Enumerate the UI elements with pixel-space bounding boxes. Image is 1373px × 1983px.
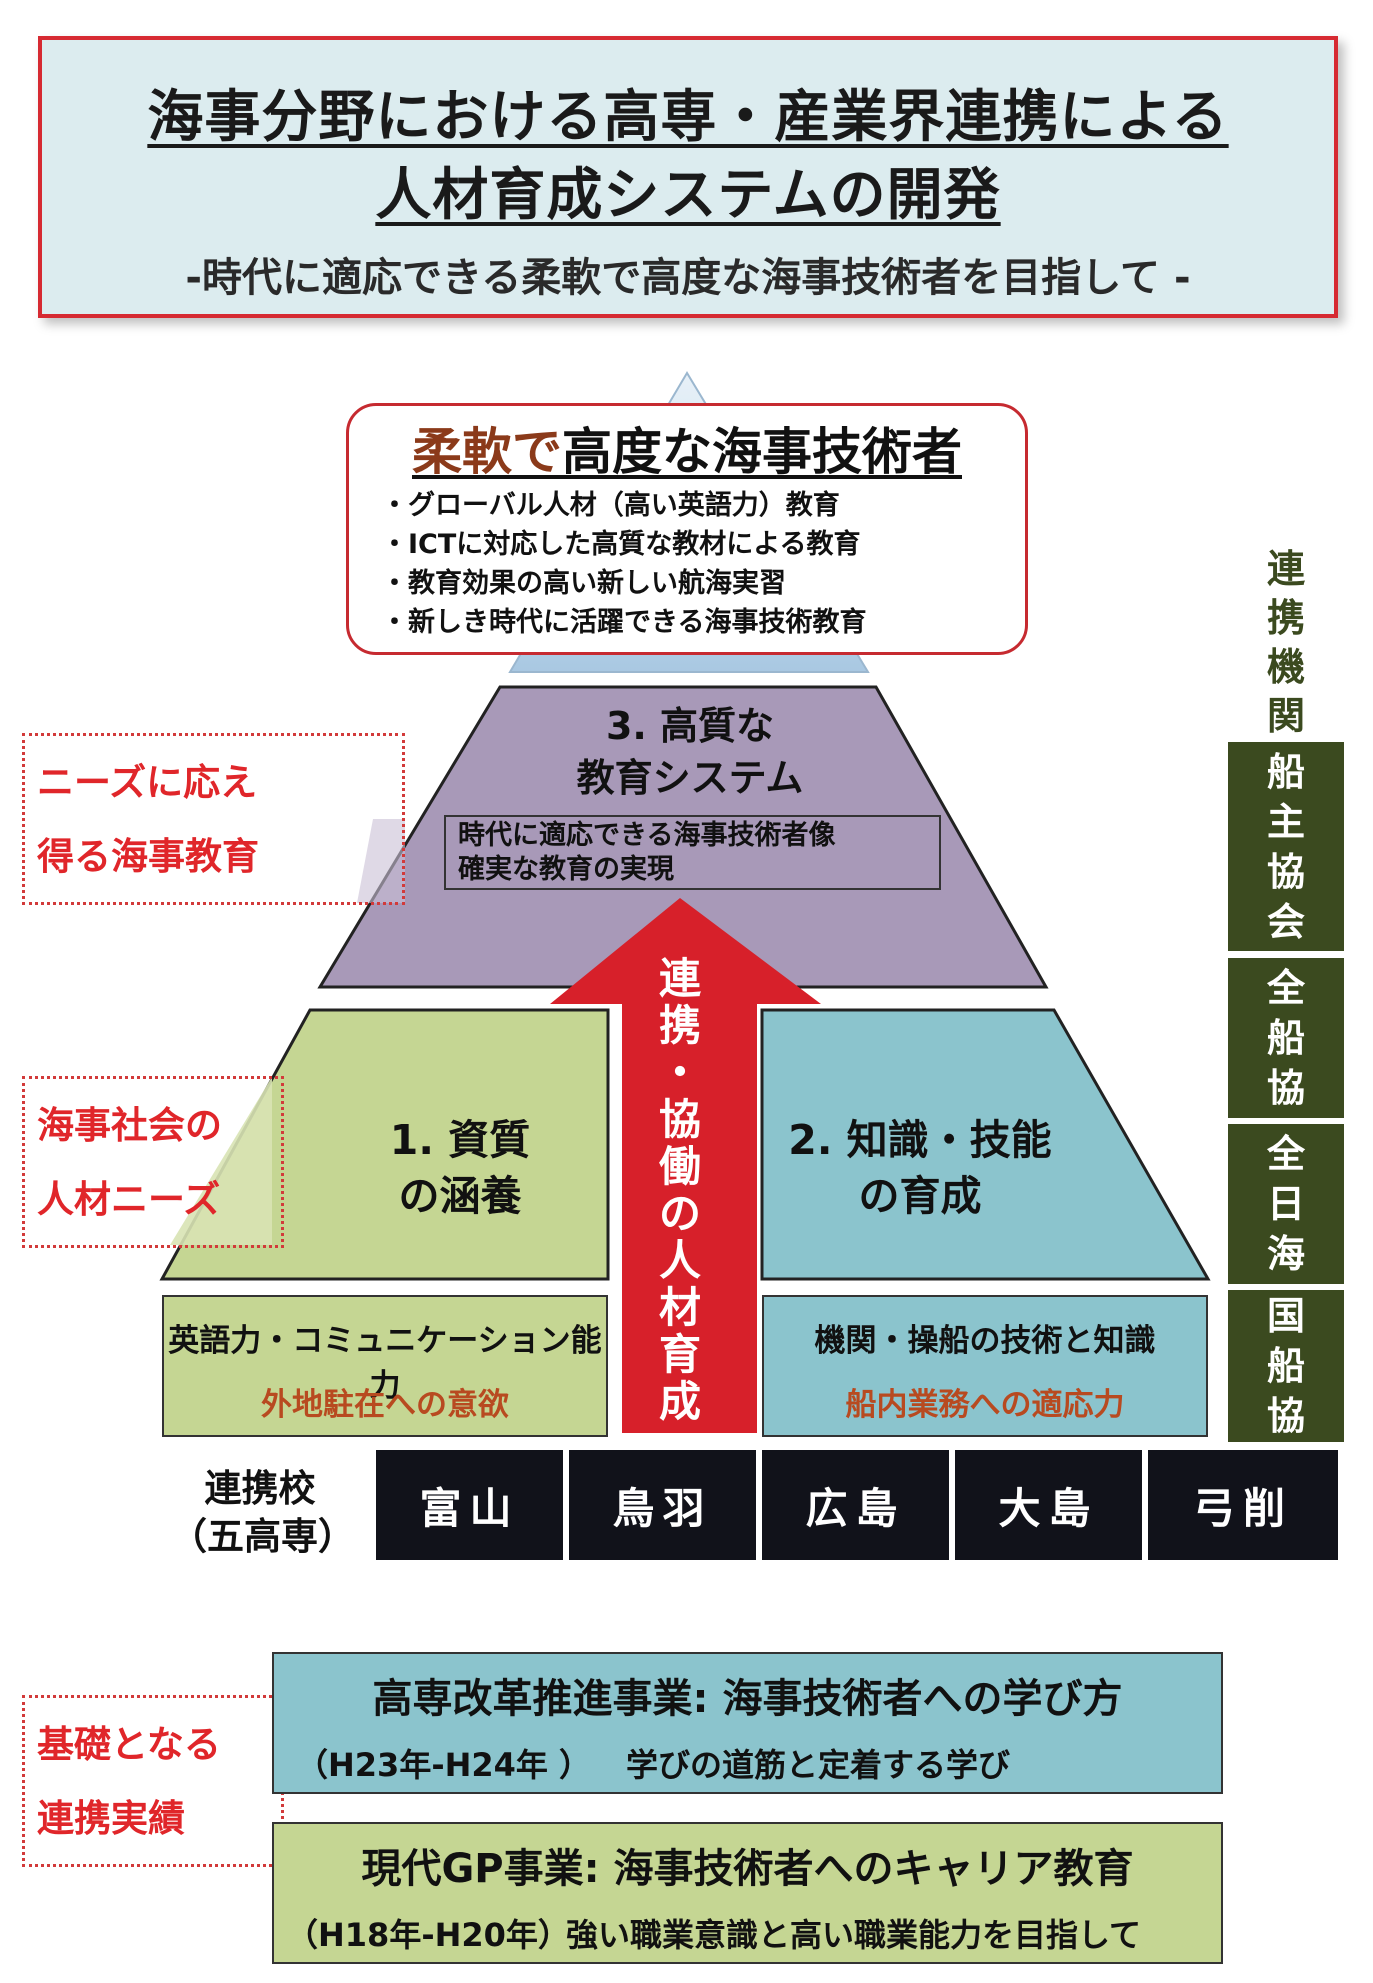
needs-education-box: ニーズに応え 得る海事教育 <box>22 733 405 905</box>
level3-title-line2: 教育システム <box>576 756 804 800</box>
school-cell-oshima: 大島 <box>955 1450 1142 1560</box>
partner-org-char: 国 <box>1266 1294 1305 1338</box>
schools-label: 連携校 （五高専） <box>170 1465 355 1561</box>
arrow-char: 携 <box>658 1001 701 1050</box>
level2-title-line1: 2. 知識・技能 <box>788 1116 1052 1164</box>
apex-heading-highlight: 柔軟で <box>412 423 562 481</box>
project-bar-kosen-reform: 高専改革推進事業: 海事技術者への学び方 （H23年-H24年 ） 学びの道筋と… <box>272 1652 1223 1794</box>
level2-row-box: 機関・操船の技術と知識 船内業務への適応力 <box>762 1295 1208 1437</box>
needs-education-line1: ニーズに応え <box>37 761 258 804</box>
school-cell-yuge: 弓削 <box>1148 1450 1338 1560</box>
partner-org-char: 主 <box>1266 799 1305 844</box>
schools-label-line2: （五高専） <box>170 1515 355 1558</box>
title-subtitle: -時代に適応できる柔軟で高度な海事技術者を目指して - <box>185 255 1191 301</box>
foundation-box: 基礎となる 連携実績 <box>22 1695 284 1867</box>
school-cell-toyama: 富山 <box>376 1450 563 1560</box>
partner-org-char: 船 <box>1266 1016 1305 1060</box>
level3-title: 3. 高質な 教育システム <box>520 700 860 804</box>
level3-inner-text: 時代に適応できる海事技術者像 確実な教育の実現 <box>458 819 835 887</box>
foundation-line1: 基礎となる <box>37 1723 221 1766</box>
partner-org-char: 協 <box>1266 849 1305 894</box>
level3-inner-line1: 時代に適応できる海事技術者像 <box>458 820 836 851</box>
apex-item: ・新しき時代に活躍できる海事技術教育 <box>381 607 867 638</box>
project-title: 現代GP事業: 海事技術者へのキャリア教育 <box>361 1846 1134 1892</box>
project-period: （H18年-H20年） <box>286 1916 570 1954</box>
foundation-text: 基礎となる 連携実績 <box>37 1708 221 1856</box>
apex-item: ・教育効果の高い新しい航海実習 <box>381 568 786 599</box>
project-title: 高専改革推進事業: 海事技術者への学び方 <box>372 1676 1123 1722</box>
level1-title-line1: 1. 資質 <box>389 1116 531 1164</box>
partners-label-char: 機 <box>1266 645 1305 689</box>
apex-item: ・ICTに対応した高質な教材による教育 <box>381 529 861 560</box>
partners-label-char: 関 <box>1266 694 1305 738</box>
apex-item: ・グローバル人材（高い英語力）教育 <box>381 490 840 521</box>
apex-box: 柔軟で高度な海事技術者 ・グローバル人材（高い英語力）教育 ・ICTに対応した高… <box>346 403 1028 655</box>
partners-label-char: 携 <box>1266 596 1305 640</box>
level2-title-line2: の育成 <box>858 1172 982 1220</box>
partner-org-zennikkai: 全 日 海 <box>1228 1124 1344 1284</box>
arrow-label: 連 携 ・ 協 働 の 人 材 育 成 <box>640 955 720 1425</box>
partner-org-char: 会 <box>1266 899 1305 944</box>
level3-title-line1: 3. 高質な <box>605 704 775 748</box>
apex-heading: 柔軟で高度な海事技術者 <box>349 412 1025 484</box>
arrow-char: ・ <box>658 1048 701 1097</box>
apex-list: ・グローバル人材（高い英語力）教育 ・ICTに対応した高質な教材による教育 ・教… <box>381 486 866 642</box>
arrow-char: 育 <box>658 1330 701 1379</box>
level3-inner-line2: 確実な教育の実現 <box>458 854 674 885</box>
left-triangle-overlap <box>170 1077 272 1245</box>
level2-row-line1: 機関・操船の技術と知識 <box>814 1323 1156 1359</box>
level3-inner-box: 時代に適応できる海事技術者像 確実な教育の実現 <box>444 815 941 890</box>
level1-title: 1. 資質 の涵養 <box>340 1112 580 1224</box>
left-needs-overlap <box>357 819 405 903</box>
arrow-char: 連 <box>658 954 701 1003</box>
school-cell-toba: 鳥羽 <box>569 1450 756 1560</box>
society-needs-text: 海事社会の 人材ニーズ <box>37 1089 222 1237</box>
society-needs-line2: 人材ニーズ <box>37 1178 221 1221</box>
partner-org-kokusenkyo: 国 船 協 <box>1228 1290 1344 1442</box>
arrow-char: 人 <box>658 1236 701 1285</box>
society-needs-box: 海事社会の 人材ニーズ <box>22 1076 284 1248</box>
arrow-char: の <box>658 1189 701 1238</box>
partner-org-char: 海 <box>1266 1232 1305 1276</box>
project-desc: 学びの道筋と定着する学び <box>626 1746 1011 1784</box>
schools-label-line1: 連携校 <box>204 1467 316 1510</box>
level1-title-line2: の涵養 <box>398 1172 522 1220</box>
arrow-char: 成 <box>658 1377 701 1426</box>
school-cell-hiroshima: 広島 <box>762 1450 949 1560</box>
title-line2: 人材育成システムの開発 <box>375 163 1001 228</box>
title-box: 海事分野における高専・産業界連携による 人材育成システムの開発 -時代に適応でき… <box>38 36 1338 318</box>
title-line1: 海事分野における高専・産業界連携による <box>147 85 1229 150</box>
project-period: （H23年-H24年 ） <box>296 1746 592 1784</box>
partner-org-char: 日 <box>1266 1182 1305 1226</box>
partner-org-zensenkyo: 全 船 協 <box>1228 958 1344 1118</box>
needs-education-text: ニーズに応え 得る海事教育 <box>37 746 259 894</box>
foundation-line2: 連携実績 <box>37 1797 185 1840</box>
partner-org-char: 全 <box>1266 1132 1305 1176</box>
partner-org-char: 協 <box>1266 1066 1305 1110</box>
partner-org-char: 船 <box>1266 749 1305 794</box>
level1-row-line1: 英語力・コミュニケーション能力 <box>168 1323 602 1404</box>
partners-label: 連 携 機 関 <box>1258 545 1314 741</box>
collaboration-arrow <box>550 898 821 1433</box>
arrow-char: 働 <box>658 1142 701 1191</box>
arrow-char: 材 <box>658 1283 701 1332</box>
partner-org-char: 協 <box>1266 1394 1305 1438</box>
arrow-char: 協 <box>658 1095 701 1144</box>
society-needs-line1: 海事社会の <box>37 1104 222 1147</box>
level2-title: 2. 知識・技能 の育成 <box>770 1112 1070 1224</box>
level2-row-line2: 船内業務への適応力 <box>845 1387 1125 1423</box>
partners-label-char: 連 <box>1266 547 1305 591</box>
project-desc: 強い職業意識と高い職業能力を目指して <box>566 1916 1142 1954</box>
project-bar-modern-gp: 現代GP事業: 海事技術者へのキャリア教育 （H18年-H20年） 強い職業意識… <box>272 1822 1223 1964</box>
partner-org-shipowners: 船 主 協 会 <box>1228 742 1344 951</box>
apex-heading-rest: 高度な海事技術者 <box>562 423 962 481</box>
partner-org-char: 全 <box>1266 966 1305 1010</box>
level1-row-box: 英語力・コミュニケーション能力 外地駐在への意欲 <box>162 1295 608 1437</box>
level1-row-line2: 外地駐在への意欲 <box>261 1387 509 1423</box>
level2-trapezoid <box>760 1008 1211 1281</box>
needs-education-line2: 得る海事教育 <box>37 835 259 878</box>
partner-org-char: 船 <box>1266 1344 1305 1388</box>
